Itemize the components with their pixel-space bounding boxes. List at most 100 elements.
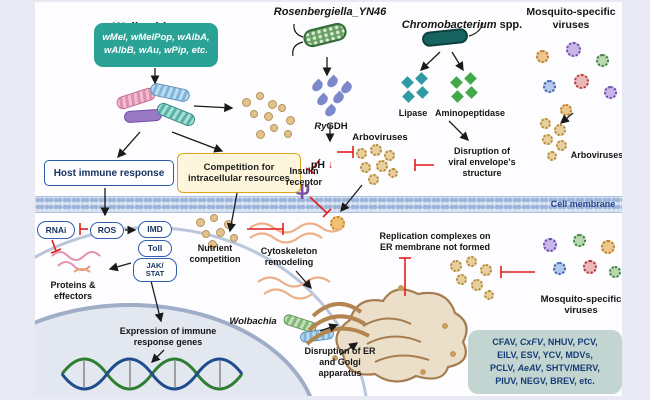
nutrient-dot <box>264 112 273 121</box>
chromobacterium-header: Chromobacterium spp. <box>392 6 532 32</box>
margin-bottom <box>0 396 650 400</box>
jak-stat-label: JAK/ STAT <box>145 261 165 278</box>
mosquito-virus-icon <box>566 42 581 57</box>
nutrient-dot <box>256 130 265 139</box>
enzyme-suffix: GDH <box>326 121 348 133</box>
mosquito-virus-icon <box>560 104 572 116</box>
host-immune-label: Host immune response <box>53 167 165 179</box>
nutrient-competition-label: Nutrient competition <box>189 243 241 264</box>
virus-list-line: PCLV, AeAV, SHTV/MERV, <box>490 362 600 375</box>
chromobacterium-header-suffix: spp. <box>496 19 523 32</box>
nutrient-dot <box>242 98 251 107</box>
ros-label: ROS <box>97 225 117 236</box>
enzyme-label: RyGDH <box>306 110 356 133</box>
wolbachia-bottom-label: Wolbachia <box>229 316 277 327</box>
mosquito-virus-icon <box>609 266 621 278</box>
margin-right <box>622 0 650 400</box>
margin-top <box>0 0 650 2</box>
ros-box: ROS <box>90 222 124 239</box>
virus-list-text: , SHTV/MERV, <box>540 363 600 373</box>
mosquito-virus-icon <box>573 234 586 247</box>
replication-label: Replication complexes on ER membrane not… <box>379 231 491 252</box>
virus-list-line: CFAV, CxFV, NHUV, PCV, <box>492 336 597 349</box>
cytoskeleton-icon <box>257 276 331 300</box>
virus-list-line: PIUV, NEGV, BREV, etc. <box>495 376 595 387</box>
cytoskeleton-icon <box>249 222 343 244</box>
mosquito-virus-icon <box>543 80 556 93</box>
nutrient-dot <box>284 130 292 138</box>
arbovirus-icon <box>542 134 553 145</box>
nutrient-dot <box>202 230 210 238</box>
cell-membrane-label: Cell membrane <box>550 199 616 209</box>
replication-virus-icon <box>450 260 462 272</box>
arbovirus-icon <box>554 124 566 136</box>
lipase-label: Lipase <box>398 108 428 118</box>
jak-stat-box: JAK/ STAT <box>133 258 177 282</box>
replication-virus-icon <box>480 264 492 276</box>
mosquito-viruses-mid-label: Mosquito-specific viruses <box>540 294 622 317</box>
nutrient-dot <box>208 240 217 249</box>
nutrient-dot <box>216 228 225 237</box>
nutrient-dot <box>210 214 218 222</box>
nutrient-dot <box>270 124 278 132</box>
nutrient-dot <box>278 104 286 112</box>
arbovirus-icon <box>360 162 371 173</box>
er-golgi-disruption-label: Disruption of ER and Golgi apparatus <box>304 346 376 378</box>
nutrient-dot <box>256 92 264 100</box>
rnai-box: RNAi <box>37 221 75 239</box>
replication-virus-icon <box>484 290 494 300</box>
toll-box: Toll <box>138 240 172 257</box>
nutrient-dot <box>250 110 258 118</box>
imd-box: IMD <box>138 221 172 238</box>
arbovirus-icon <box>384 150 395 161</box>
rnai-label: RNAi <box>45 224 67 235</box>
proteins-effectors-label: Proteins & effectors <box>50 280 96 301</box>
arbovirus-icon <box>388 168 398 178</box>
virus-list-line: EILV, ESV, YCV, MDVs, <box>497 349 593 360</box>
mosquito-virus-icon <box>583 260 597 274</box>
chromobacterium-header-name: Chromobacterium <box>401 19 497 32</box>
arbovirus-icon <box>370 144 382 156</box>
nutrient-dot <box>286 116 295 125</box>
nutrient-dot <box>224 220 233 229</box>
virus-list-text: CFAV, <box>492 336 520 347</box>
mosquito-virus-icon <box>574 74 589 89</box>
margin-left <box>0 0 35 400</box>
rosenbergiella-header: Rosenbergiella_YN46 <box>273 6 387 18</box>
competition-label: Competition for intracellular resources <box>188 161 290 184</box>
virus-list-box: CFAV, CxFV, NHUV, PCV, EILV, ESV, YCV, M… <box>468 330 622 394</box>
mosquito-virus-icon <box>601 240 615 254</box>
wolbachia-strains-text: wMel, wMelPop, wAlbA, wAlbB, wAu, wPip, … <box>102 32 210 56</box>
mosquito-viruses-header: Mosquito-specific viruses <box>526 6 616 31</box>
mosquito-virus-icon <box>604 86 617 99</box>
dna-icon <box>60 357 244 391</box>
mosquito-virus-icon <box>536 50 549 63</box>
nutrient-dot <box>230 234 238 242</box>
enzyme-prefix: Ry <box>314 121 327 133</box>
arboviruses-mid-label: Arboviruses <box>352 132 408 143</box>
wolbachia-strains-box: wMel, wMelPop, wAlbA, wAlbB, wAu, wPip, … <box>94 23 218 67</box>
arboviruses-right-label: Arboviruses <box>570 150 624 160</box>
replication-virus-icon <box>466 256 477 267</box>
insulin-receptor-label: Insulin receptor <box>285 166 322 187</box>
nutrient-dot <box>268 100 277 109</box>
virus-list-text: PCLV, <box>490 363 518 373</box>
arbovirus-icon <box>368 174 379 185</box>
arbovirus-icon <box>556 140 567 151</box>
proteins-effectors-icon <box>51 251 101 273</box>
arbovirus-icon <box>540 118 551 129</box>
virus-list-text: AeAV <box>517 363 541 373</box>
cytoskeleton-label: Cytoskeleton remodeling <box>260 246 318 267</box>
arbovirus-icon <box>356 148 367 159</box>
mosquito-virus-icon <box>596 54 609 67</box>
competition-box: Competition for intracellular resources <box>177 153 301 193</box>
nutrient-dot <box>196 218 205 227</box>
virus-list-text: , NHUV, PCV, <box>542 336 598 347</box>
expression-label: Expression of immune response genes <box>119 326 217 347</box>
arbovirus-icon <box>376 160 388 172</box>
toll-label: Toll <box>147 243 163 254</box>
arbovirus-icon <box>547 151 557 161</box>
er-golgi-icon <box>305 285 468 383</box>
replication-virus-icon <box>456 274 467 285</box>
